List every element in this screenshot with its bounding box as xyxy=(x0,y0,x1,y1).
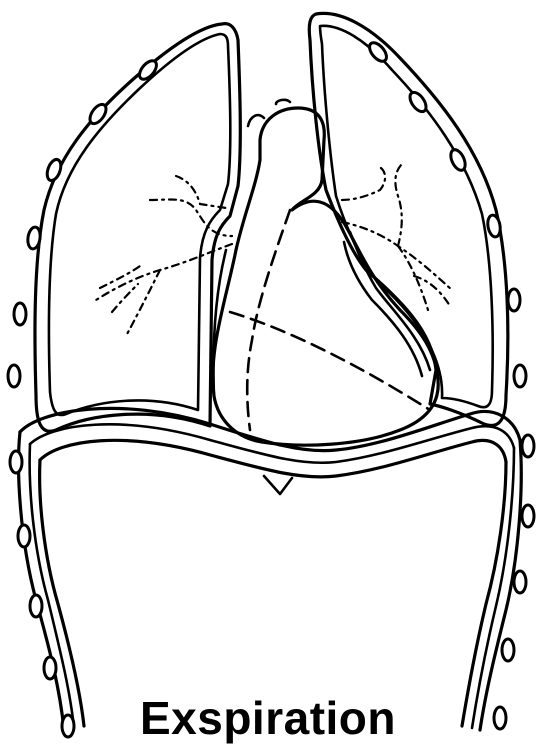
right-lung xyxy=(309,13,508,425)
ribs xyxy=(8,40,534,737)
diagram-caption: Exspiration xyxy=(0,690,536,746)
right-bronchi xyxy=(342,164,452,310)
diaphragm xyxy=(20,408,520,494)
heart xyxy=(213,100,438,445)
abdominal-walls xyxy=(19,432,522,730)
